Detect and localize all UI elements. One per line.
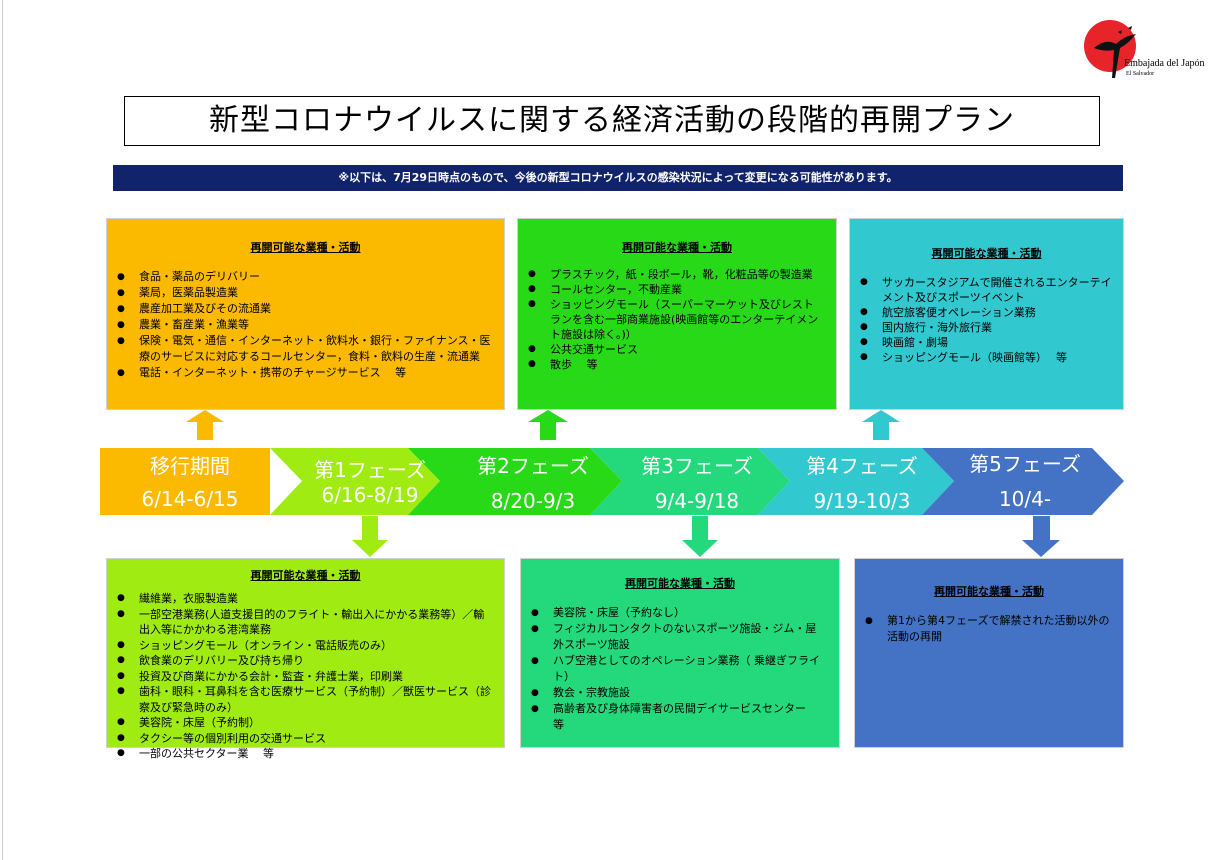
list-item: 公共交通サービス [518,342,824,357]
list-item: 投資及び商業にかかる会計・監査・弁護士業，印刷業 [107,669,494,685]
phase-name: 第1フェーズ [314,458,426,482]
arrow-down-phase3 [682,516,718,557]
activity-list: プラスチック，紙・段ボール，靴，化粧品等の製造業 コールセンター，不動産業 ショ… [518,267,836,372]
embassy-logo: Embajada del Japón El Salvador [1082,18,1205,88]
phase-name: 移行期間 [150,454,230,478]
list-item: 高齢者及び身体障害者の民間デイサービスセンター 等 [521,701,827,733]
activity-list: サッカースタジアムで開催されるエンターテイメント及びスポーツイベント 航空旅客便… [850,275,1123,365]
box-heading: 再開可能な業種・活動 [250,569,361,582]
phase-dates: 10/4- [998,487,1052,511]
page-title: 新型コロナウイルスに関する経済活動の段階的再開プラン [124,96,1100,146]
list-item: フィジカルコンタクトのないスポーツ施設・ジム・屋外スポーツ施設 [521,621,827,653]
list-item: ショッピングモール（スーパーマーケット及びレストランを含む一部商業施設(映画館等… [518,297,824,342]
phase-shape-phase5 [922,448,1124,515]
phase-name: 第4フェーズ [806,454,918,478]
phase-label-phase5: 第5フェーズ 10/4- [950,448,1100,511]
phase-name: 第5フェーズ [969,452,1081,476]
list-item: 国内旅行・海外旅行業 [850,320,1113,335]
list-item: 歯科・眼科・耳鼻科を含む医療サービス（予約制）／獣医サービス（診察及び緊急時のみ… [107,684,494,715]
list-item: ショッピングモール（映画館等） 等 [850,350,1113,365]
list-item: 第1から第4フェーズで解禁された活動以外の活動の再開 [855,613,1113,645]
arrow-down-phase5 [1022,516,1060,557]
phase-shape-phase2 [408,448,622,515]
phase-dates: 8/20-9/3 [490,489,576,513]
list-item: 農業・畜産業・漁業等 [107,317,504,333]
list-item: プラスチック，紙・段ボール，靴，化粧品等の製造業 [518,267,824,282]
arrow-up-phase2 [528,410,568,440]
phase-label-phase1: 第1フェーズ 6/16-8/19 [295,454,445,507]
box-heading: 再開可能な業種・活動 [931,247,1042,260]
list-item: 航空旅客便オペレーション業務 [850,305,1113,320]
phase-shape-phase3 [590,448,790,515]
box-heading: 再開可能な業種・活動 [625,577,735,590]
box-heading: 再開可能な業種・活動 [622,241,732,254]
phase-dates: 6/16-8/19 [321,483,419,507]
phase1-activities-box: 再開可能な業種・活動 繊維業，衣服製造業 一部空港業務(人道支援目的のフライト・… [106,558,505,761]
list-item: 農産加工業及びその流通業 [107,301,504,317]
phase-dates: 6/14-6/15 [141,487,239,511]
list-item: 電話・インターネット・携帯のチャージサービス 等 [107,365,504,381]
list-item: 薬局，医薬品製造業 [107,285,504,301]
arrow-down-phase1 [352,516,388,557]
box-heading: 再開可能な業種・活動 [934,585,1044,598]
phase5-activities-box: 再開可能な業種・活動 第1から第4フェーズで解禁された活動以外の活動の再開 [854,558,1124,748]
phase-name: 第2フェーズ [477,454,589,478]
phase-label-phase3: 第3フェーズ 9/4-9/18 [622,450,772,513]
activity-list: 第1から第4フェーズで解禁された活動以外の活動の再開 [855,613,1123,645]
phase-shape-phase4 [758,448,954,515]
transition-activities-box: 再開可能な業種・活動 食品・薬品のデリバリー 薬局，医薬品製造業 農産加工業及び… [106,218,505,410]
embassy-name: Embajada del Japón [1124,58,1205,69]
box-heading: 再開可能な業種・活動 [250,241,361,254]
list-item: 一部空港業務(人道支援目的のフライト・輸出入にかかる業務等）／輸出入等にかかわる… [107,607,494,638]
phase-shape-transition [100,448,270,515]
list-item: サッカースタジアムで開催されるエンターテイメント及びスポーツイベント [850,275,1113,305]
list-item: ショッピングモール（オンライン・電話販売のみ） [107,638,494,654]
list-item: 食品・薬品のデリバリー [107,269,504,285]
embassy-country: El Salvador [1126,71,1155,77]
phase4-activities-box: 再開可能な業種・活動 サッカースタジアムで開催されるエンターテイメント及びスポー… [849,218,1124,410]
rising-sun-bird-icon [1084,20,1136,78]
phase-label-phase4: 第4フェーズ 9/19-10/3 [787,450,937,513]
list-item: 教会・宗教施設 [521,685,827,701]
activity-list: 食品・薬品のデリバリー 薬局，医薬品製造業 農産加工業及びその流通業 農業・畜産… [107,269,504,381]
list-item: 美容院・床屋（予約なし） [521,605,827,621]
phase2-activities-box: 再開可能な業種・活動 プラスチック，紙・段ボール，靴，化粧品等の製造業 コールセ… [517,218,837,410]
page-edge-rule [2,0,3,860]
phase-shape-phase1 [270,448,440,515]
phase-label-transition: 移行期間 6/14-6/15 [115,450,265,511]
activity-list: 美容院・床屋（予約なし） フィジカルコンタクトのないスポーツ施設・ジム・屋外スポ… [521,605,839,733]
list-item: ハブ空港としてのオペレーション業務（ 乗継ぎフライト） [521,653,827,685]
list-item: タクシー等の個別利用の交通サービス [107,731,494,747]
phase-dates: 9/4-9/18 [654,489,740,513]
phase3-activities-box: 再開可能な業種・活動 美容院・床屋（予約なし） フィジカルコンタクトのないスポー… [520,558,840,748]
phase-timeline [100,448,1124,515]
list-item: 飲食業のデリバリー及び持ち帰り [107,653,494,669]
list-item: 繊維業，衣服製造業 [107,591,494,607]
phase-label-phase2: 第2フェーズ 8/20-9/3 [458,450,608,513]
list-item: 映画館・劇場 [850,335,1113,350]
phase-name: 第3フェーズ [641,454,753,478]
notice-banner: ※以下は、7月29日時点のもので、今後の新型コロナウイルスの感染状況によって変更… [113,165,1123,191]
phase-dates: 9/19-10/3 [813,489,911,513]
arrow-up-phase4 [862,410,900,440]
list-item: 一部の公共セクター業 等 [107,746,494,762]
list-item: 美容院・床屋（予約制） [107,715,494,731]
list-item: コールセンター，不動産業 [518,282,824,297]
list-item: 保険・電気・通信・インターネット・飲料水・銀行・ファイナンス・医療のサービスに対… [107,333,504,365]
arrow-up-transition [186,410,224,440]
activity-list: 繊維業，衣服製造業 一部空港業務(人道支援目的のフライト・輸出入にかかる業務等）… [107,591,504,762]
list-item: 散歩 等 [518,357,824,372]
